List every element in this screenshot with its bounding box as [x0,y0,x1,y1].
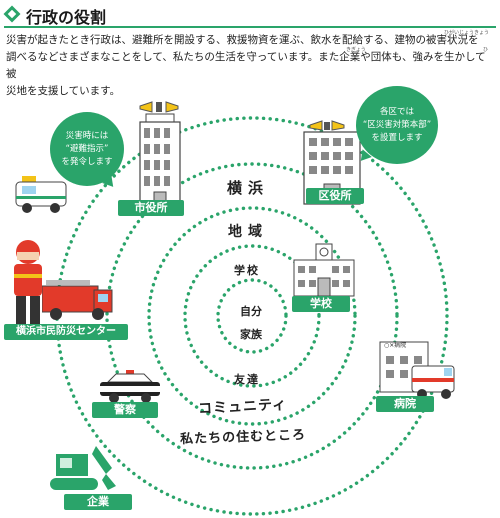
bubble-evacuation-order: 災害時には “避難指示” を発令します [50,112,124,186]
label-kigyo: 企業 [64,494,132,510]
concentric-rings [55,116,449,516]
ring-chiiki [147,206,357,426]
title-underline [4,26,496,28]
intro-line-2: 調べるなどさまざまなことをして、私たちの生活を守っています。また企業や団体も、強… [6,51,486,80]
label-shiyakusho: 市役所 [118,200,184,216]
bubble-ward-hq: 各区では “区災害対策本部” を設置します [356,86,438,164]
bubble-right-line-1: 各区では [379,106,414,117]
bubble-left-line-2: “避難指示” [65,143,109,154]
intro-paragraph: 災害が起きたとき行政は、避難所を開設する、救援物資を運ぶ、飲水を配給する、建物の… [6,32,496,100]
excavator-icon [50,446,116,490]
bubble-left-line-3: を発令します [61,156,113,167]
bubble-left-line-1: 災害時には [65,130,109,141]
police-car-icon [100,370,160,403]
ruby-higai: ひがいじょうきょう [444,30,490,36]
ring-label-kazoku: 家族 [240,328,262,341]
intro-line-1: 災害が起きたとき行政は、避難所を開設する、救援物資を運ぶ、飲水を配給する、建物の… [6,34,479,46]
ring-label-yokohama: 横浜 [227,179,270,197]
firefighter-icon [14,240,42,324]
ruby-hisai: ひ [483,47,489,53]
label-bosai-center: 横浜市民防災センター [4,324,128,340]
ring-label-gakko: 学校 [234,264,260,277]
label-byoin: 病院 [376,396,434,412]
city-hall-icon [139,101,181,205]
ring-sumu [55,116,449,516]
ring-label-chiiki: 地域 [228,224,268,240]
fire-truck-icon [42,280,113,320]
hospital-icon [379,341,455,399]
emergency-vehicle-icon [15,176,67,213]
ring-label-tomodachi: 友達 [234,373,260,386]
ruby-kigyo: きぎょう [346,47,366,53]
bubble-right-line-2: “区災害対策本部” [362,119,432,130]
hospital-sign: ○×病院 [384,342,407,349]
intro-line-3: 災地を支援しています。 [6,85,121,97]
label-gakko: 学校 [292,296,350,312]
header: 行政の役割 [3,4,496,28]
label-keisatsu: 警察 [92,402,158,418]
page-title: 行政の役割 [26,8,107,27]
ring-yokohama [105,162,399,470]
bubble-right-line-3: を設置します [371,132,423,143]
school-icon [293,243,355,297]
ring-label-jibun: 自分 [240,305,262,318]
ring-gakko [183,244,321,388]
label-kuyakusho: 区役所 [306,188,364,204]
ring-center [216,278,288,354]
diagram-scene: 横浜 地域 学校 自分 家族 友達 コミュニティ 私たちの住むところ 市役所 [0,86,500,518]
